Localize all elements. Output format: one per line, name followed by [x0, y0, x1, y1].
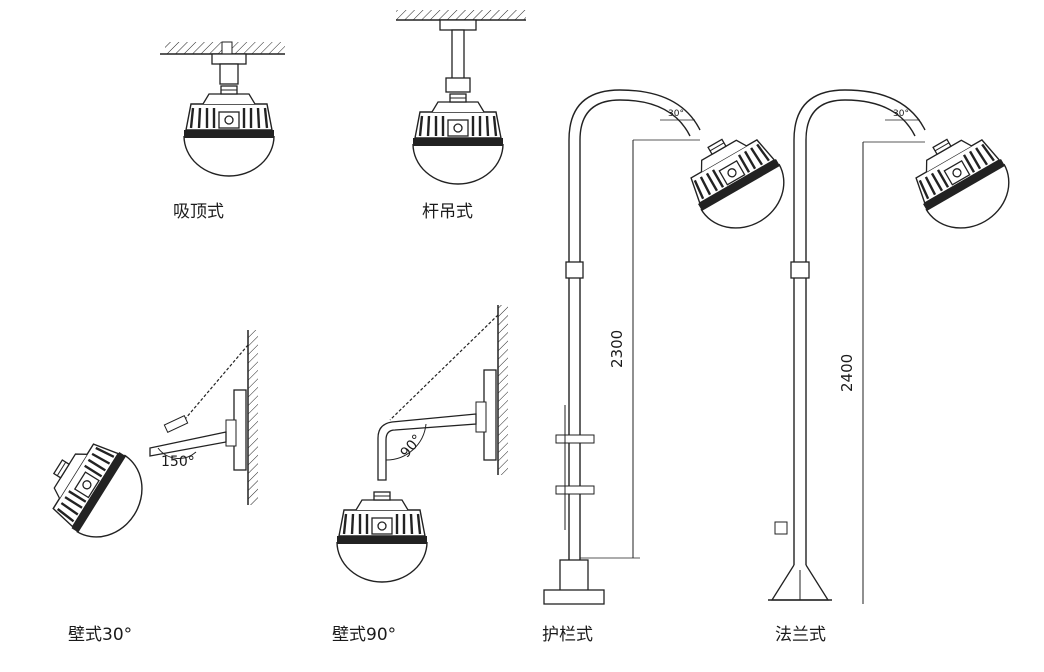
guardrail-height-label: 2300: [608, 330, 626, 368]
wall30-mount-drawing: 150°: [33, 330, 258, 554]
caption-pendant: 杆吊式: [422, 202, 473, 222]
caption-guardrail: 护栏式: [542, 625, 593, 645]
flange-height-label: 2400: [838, 354, 856, 392]
caption-wall30: 壁式30°: [68, 625, 132, 645]
guardrail-mount-drawing: 30° 2300: [543, 89, 801, 605]
flange-mount-drawing: 30° 2400: [768, 89, 1026, 604]
pendant-mount-drawing: [396, 10, 526, 186]
wall90-mount-drawing: 90°: [335, 305, 508, 584]
guardrail-tilt-label: 30°: [668, 109, 684, 119]
ceiling-mount-drawing: [160, 41, 285, 178]
flange-tilt-label: 30°: [893, 109, 909, 119]
caption-flange: 法兰式: [775, 625, 826, 645]
wall30-angle-label: 150°: [161, 454, 195, 470]
caption-wall90: 壁式90°: [332, 625, 396, 645]
caption-ceiling: 吸顶式: [173, 202, 224, 222]
